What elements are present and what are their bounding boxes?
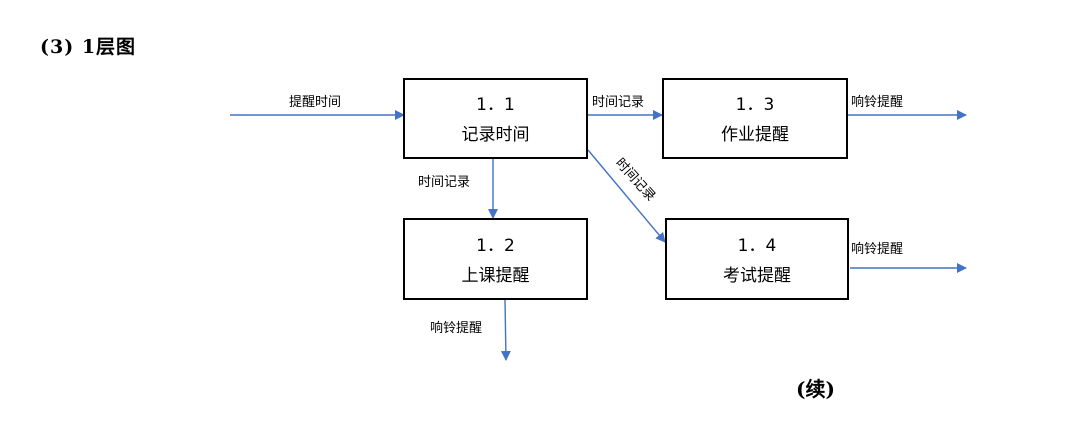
- process-label: 上课提醒: [462, 266, 530, 286]
- flow-label-1-1-to-1-2: 时间记录: [418, 175, 470, 190]
- diagram-heading: (3) 1层图: [40, 36, 137, 58]
- flow-arrow-1-2-output: [500, 299, 511, 361]
- process-number: 1．3: [736, 95, 775, 115]
- process-label: 记录时间: [462, 125, 530, 145]
- flow-label-1-2-output: 响铃提醒: [430, 320, 482, 336]
- process-box-1-3: 1．3 作业提醒: [662, 78, 848, 159]
- process-box-1-1: 1．1 记录时间: [403, 78, 588, 159]
- flow-label-1-1-to-1-4: 时间记录: [612, 156, 658, 205]
- process-number: 1．4: [738, 236, 777, 256]
- continued-note: (续): [796, 377, 835, 401]
- flow-label-input: 提醒时间: [289, 94, 341, 110]
- process-number: 1．1: [476, 95, 515, 115]
- flow-label-1-4-output: 响铃提醒: [851, 241, 903, 257]
- flow-arrow-1-1-to-1-4: [587, 149, 666, 243]
- process-box-1-2: 1．2 上课提醒: [403, 218, 588, 300]
- process-number: 1．2: [476, 236, 515, 256]
- flow-label-1-3-output: 响铃提醒: [851, 94, 903, 110]
- process-label: 作业提醒: [721, 125, 789, 145]
- process-label: 考试提醒: [723, 266, 791, 286]
- process-box-1-4: 1．4 考试提醒: [665, 218, 849, 300]
- flow-label-1-1-to-1-3: 时间记录: [592, 95, 644, 110]
